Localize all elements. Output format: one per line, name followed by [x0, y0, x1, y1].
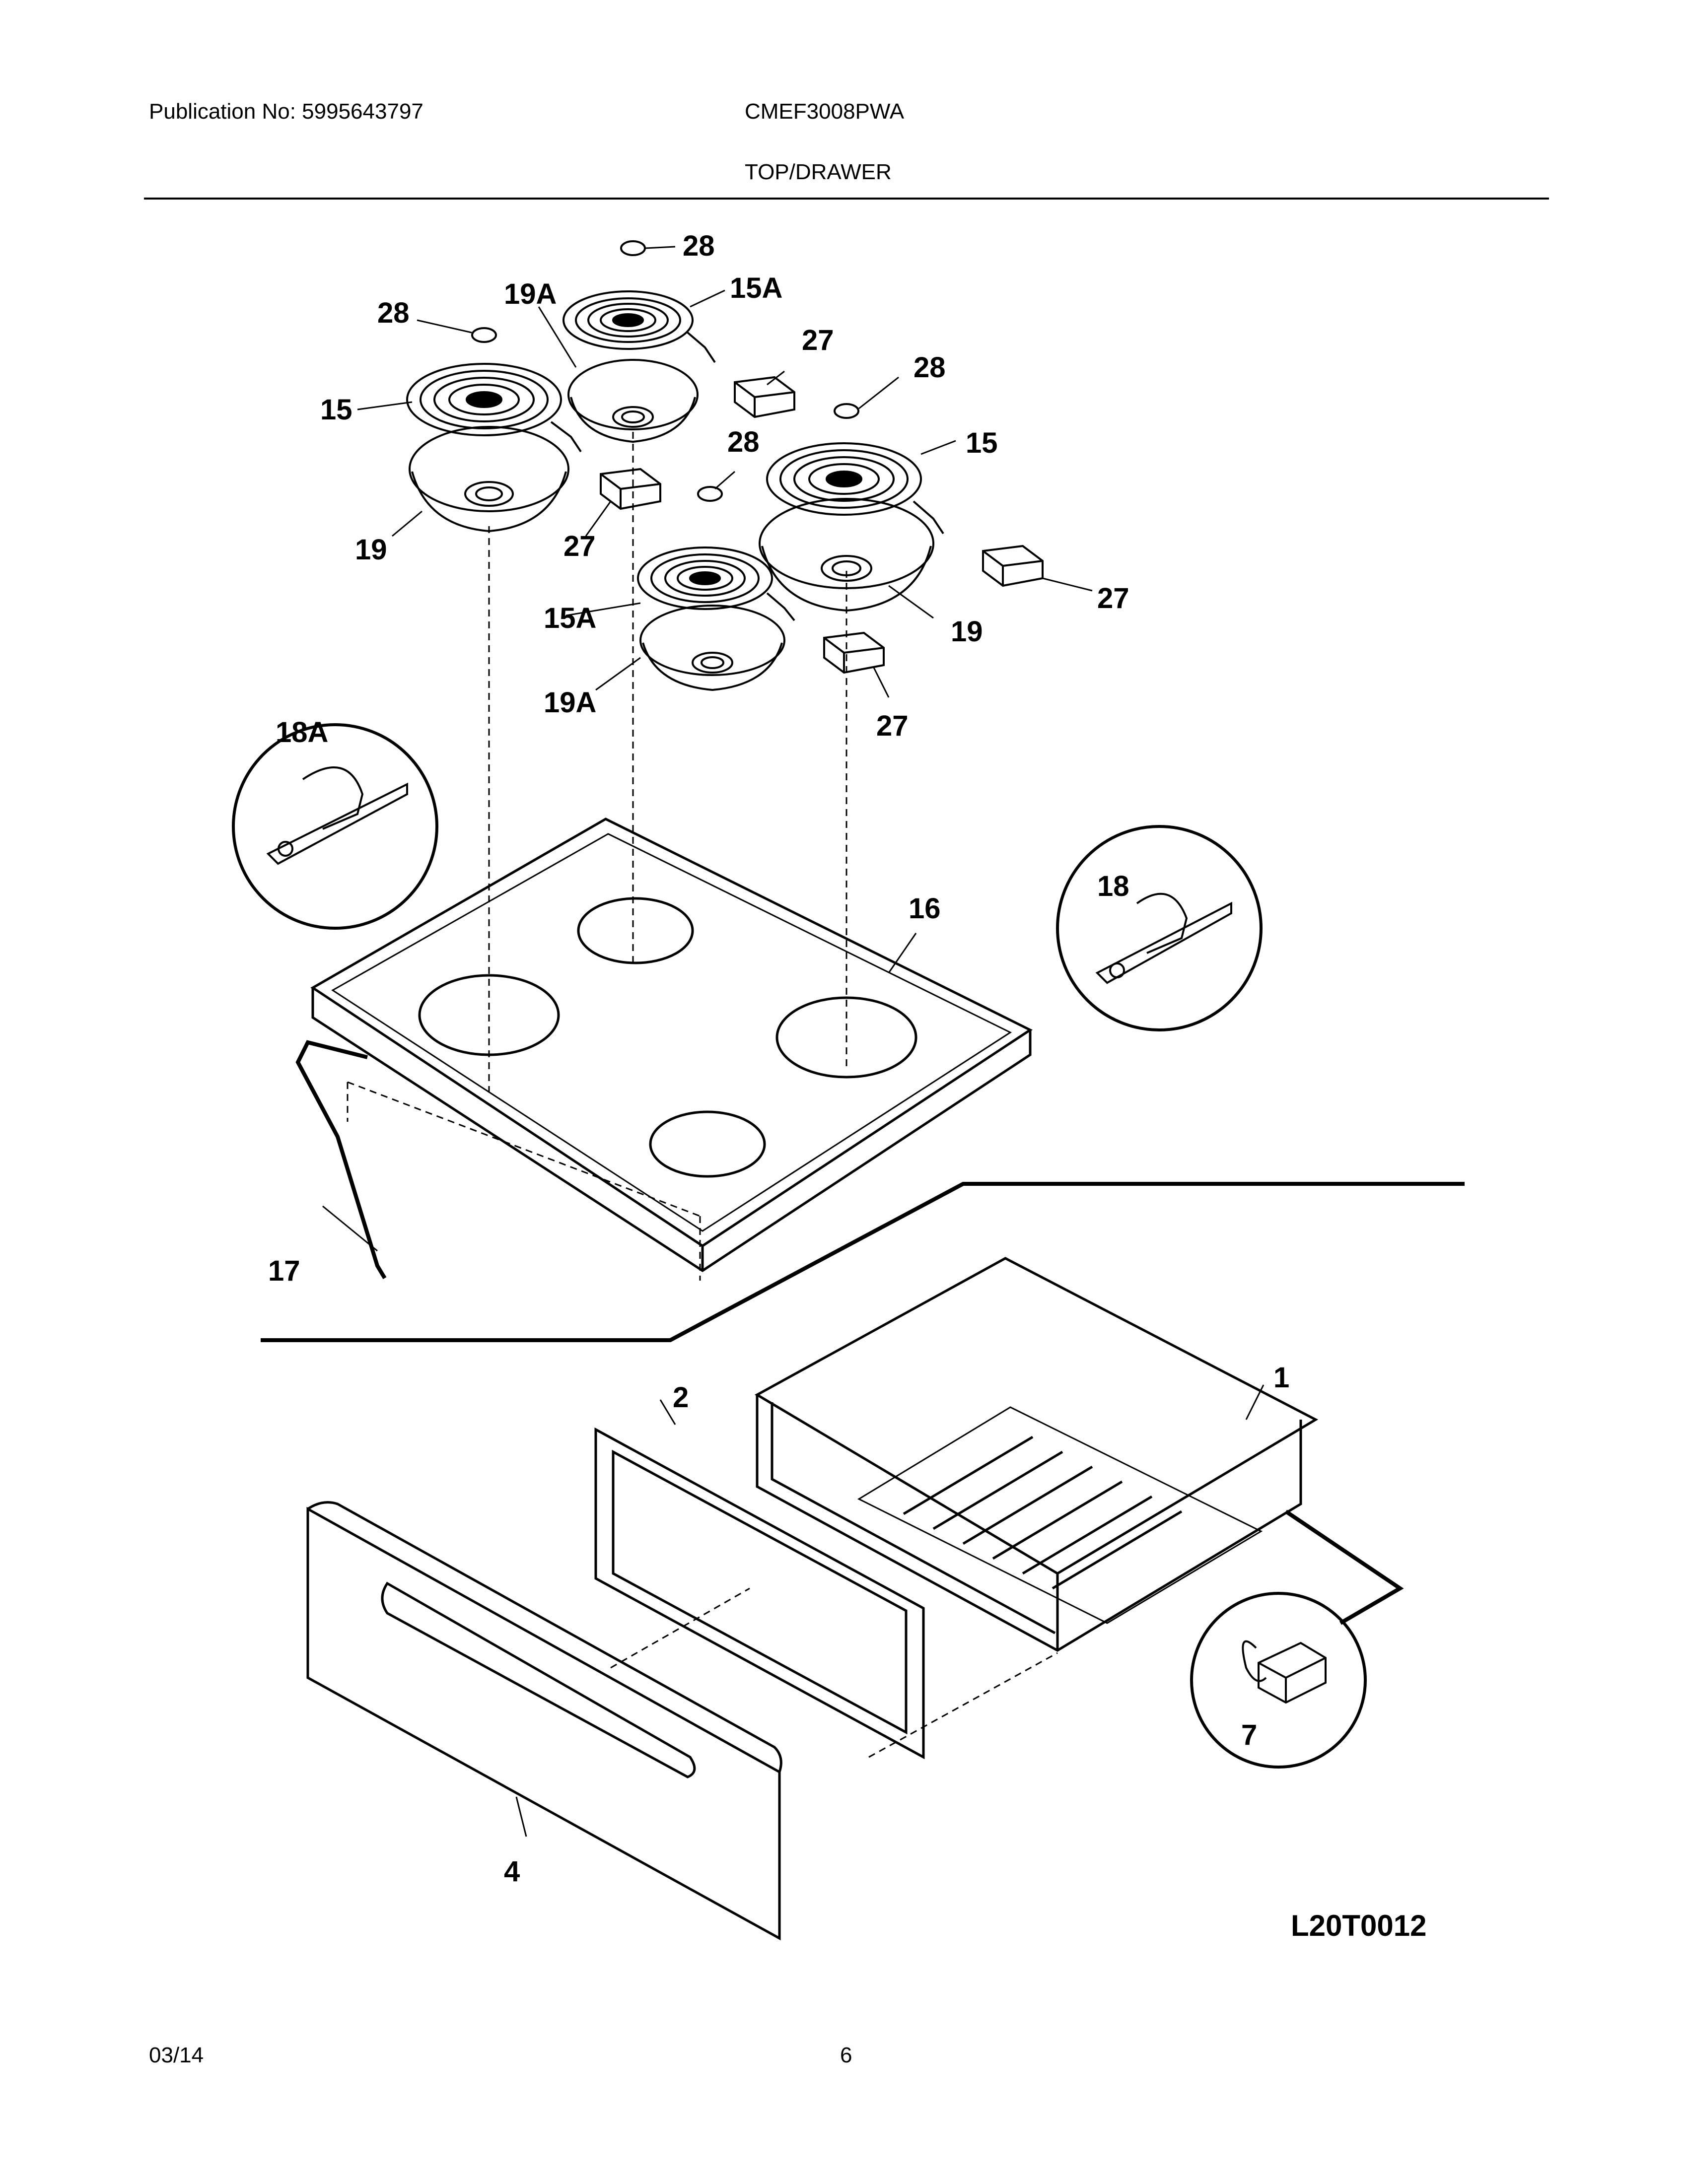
receptacle-27-lower	[823, 631, 885, 674]
callout-28-left: 28	[377, 297, 410, 329]
callout-15A-mid: 15A	[544, 602, 596, 634]
publication-number: Publication No: 5995643797	[149, 99, 423, 124]
surface-element-15-left	[406, 363, 582, 453]
section-divider-line	[261, 1182, 1465, 1342]
callout-27-upper: 27	[802, 324, 834, 356]
drawer-body-1	[754, 1257, 1319, 1652]
drip-bowl-19A-mid	[639, 605, 785, 691]
callout-27-lower: 27	[876, 710, 909, 742]
surface-element-15-right	[766, 442, 944, 535]
callout-27-left: 27	[563, 530, 596, 562]
drip-bowl-19-right	[759, 498, 934, 612]
detail-circle-7	[1190, 1592, 1367, 1769]
surface-element-15A-mid	[637, 546, 795, 621]
callout-28-mid: 28	[727, 426, 760, 458]
callout-16: 16	[909, 892, 941, 925]
header-divider	[144, 198, 1549, 200]
trim-ring-28-right	[834, 403, 859, 419]
trim-ring-28-left	[471, 327, 497, 343]
clip-7-leader	[1284, 1509, 1404, 1625]
alignment-lines	[347, 432, 1058, 1758]
callout-17: 17	[268, 1255, 300, 1287]
cooktop-hole-left	[418, 974, 560, 1056]
callout-1: 1	[1273, 1362, 1289, 1394]
surface-element-15A-top	[563, 290, 716, 363]
callout-28-right: 28	[914, 351, 946, 384]
callout-15-right: 15	[966, 427, 998, 459]
callout-19A-top: 19A	[504, 278, 557, 310]
callout-2: 2	[673, 1381, 689, 1414]
trim-ring-28-top	[620, 240, 646, 256]
callout-15-left: 15	[320, 394, 352, 426]
cooktop-hole-front	[649, 1110, 766, 1178]
trim-ring-28-mid	[697, 486, 723, 502]
cooktop-16	[310, 818, 1033, 1272]
receptacle-27-right	[982, 545, 1044, 587]
callout-18A: 18A	[276, 716, 328, 749]
drip-bowl-19-left	[409, 426, 569, 533]
callout-19-left: 19	[355, 534, 387, 566]
cooktop-hole-right	[775, 996, 917, 1079]
drip-bowl-19A-top	[567, 359, 699, 443]
drawer-front-4	[306, 1501, 782, 1941]
callout-15A-top: 15A	[730, 272, 782, 304]
callout-18: 18	[1097, 870, 1129, 902]
rod-17	[295, 1040, 387, 1280]
page-number: 6	[840, 2043, 852, 2067]
detail-circle-18	[1056, 825, 1263, 1031]
detail-circle-18A	[232, 723, 438, 930]
leader-lines	[322, 246, 1265, 1837]
section-title: TOP/DRAWER	[745, 160, 892, 184]
drawer-frame-2	[594, 1427, 925, 1760]
diagram-reference-code: L20T0012	[1291, 1909, 1427, 1942]
cooktop-hole-back	[577, 897, 694, 964]
callout-7: 7	[1241, 1719, 1257, 1751]
callout-19A-mid: 19A	[544, 686, 596, 719]
footer-date: 03/14	[149, 2043, 204, 2067]
model-number: CMEF3008PWA	[745, 99, 905, 124]
callout-4: 4	[504, 1855, 520, 1888]
callout-27-right: 27	[1097, 582, 1129, 614]
callout-19-right: 19	[951, 615, 983, 648]
receptacle-27-upper	[734, 376, 795, 418]
callout-28-top: 28	[683, 230, 715, 262]
receptacle-27-left	[600, 468, 661, 510]
